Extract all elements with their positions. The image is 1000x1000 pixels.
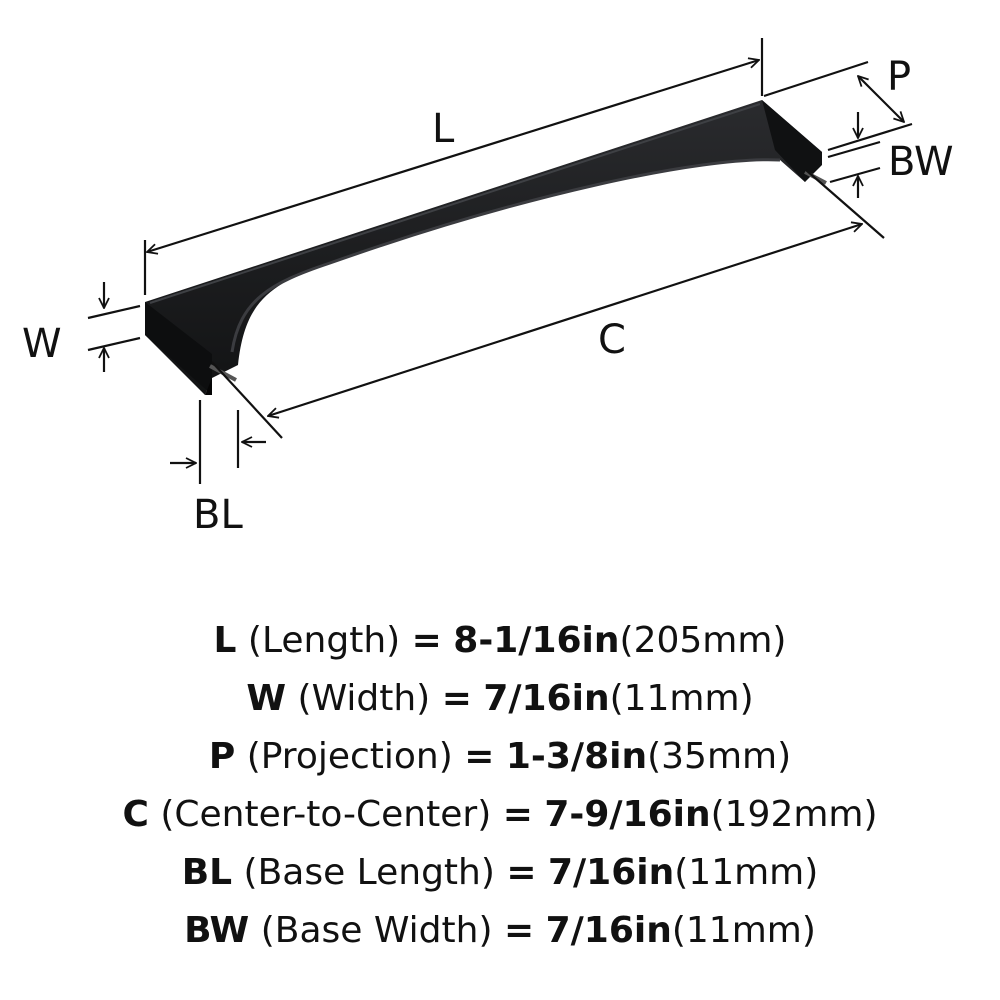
label-C: C <box>598 317 626 363</box>
spec-name: (Base Length) <box>243 852 495 893</box>
spec-symbol: C <box>122 794 149 835</box>
spec-mm: (11mm) <box>609 678 754 719</box>
spec-name: (Width) <box>297 678 431 719</box>
handle-top-face <box>145 100 822 395</box>
handle-right-end-face <box>762 100 822 182</box>
label-P: P <box>887 54 911 100</box>
cabinet-pull-handle <box>145 100 827 395</box>
spec-name: (Center-to-Center) <box>160 794 492 835</box>
spec-symbol: BW <box>184 910 250 951</box>
spec-inches: 7-9/16in <box>544 794 711 835</box>
dimension-spec-list: L (Length) = 8-1/16in(205mm) W (Width) =… <box>0 612 1000 960</box>
spec-inches: 7/16in <box>545 910 672 951</box>
label-L: L <box>432 106 455 152</box>
spec-inches: 7/16in <box>483 678 610 719</box>
spec-name: (Projection) <box>246 736 453 777</box>
spec-symbol: BL <box>181 852 233 893</box>
handle-left-end-face <box>145 302 212 395</box>
spec-symbol: W <box>246 678 287 719</box>
spec-inches: 8-1/16in <box>453 620 620 661</box>
spec-mm: (192mm) <box>710 794 878 835</box>
spec-equals: = <box>464 736 495 777</box>
dimension-center-to-center: C <box>211 169 885 439</box>
spec-row-projection: P (Projection) = 1-3/8in(35mm) <box>0 728 1000 786</box>
spec-symbol: L <box>213 620 237 661</box>
handle-top-ridge <box>149 103 761 304</box>
dimension-base-length: BL <box>170 400 266 538</box>
spec-symbol: P <box>208 736 236 777</box>
dimension-projection: P <box>763 54 913 152</box>
spec-mm: (205mm) <box>619 620 787 661</box>
spec-equals: = <box>441 678 472 719</box>
dimension-width: W <box>22 282 141 372</box>
spec-equals: = <box>506 852 537 893</box>
label-BW: BW <box>888 139 954 185</box>
spec-equals: = <box>502 794 533 835</box>
spec-mm: (35mm) <box>647 736 792 777</box>
dimension-length: L <box>143 38 764 295</box>
spec-mm: (11mm) <box>671 910 816 951</box>
spec-equals: = <box>503 910 535 951</box>
spec-row-length: L (Length) = 8-1/16in(205mm) <box>0 612 1000 670</box>
spec-row-base-width: BW (Base Width) = 7/16in(11mm) <box>0 902 1000 960</box>
dimension-base-width: BW <box>827 112 954 198</box>
label-W: W <box>22 321 62 367</box>
spec-row-base-length: BL (Base Length) = 7/16in(11mm) <box>0 844 1000 902</box>
spec-row-center-to-center: C (Center-to-Center) = 7-9/16in(192mm) <box>0 786 1000 844</box>
spec-inches: 7/16in <box>547 852 675 893</box>
spec-inches: 1-3/8in <box>505 736 648 777</box>
spec-row-width: W (Width) = 7/16in(11mm) <box>0 670 1000 728</box>
spec-equals: = <box>411 620 442 661</box>
spec-name: (Length) <box>247 620 401 661</box>
spec-name: (Base Width) <box>260 910 493 951</box>
handle-dimension-diagram: L P BW W C BL <box>22 38 954 538</box>
label-BL: BL <box>193 492 243 538</box>
spec-mm: (11mm) <box>674 852 819 893</box>
